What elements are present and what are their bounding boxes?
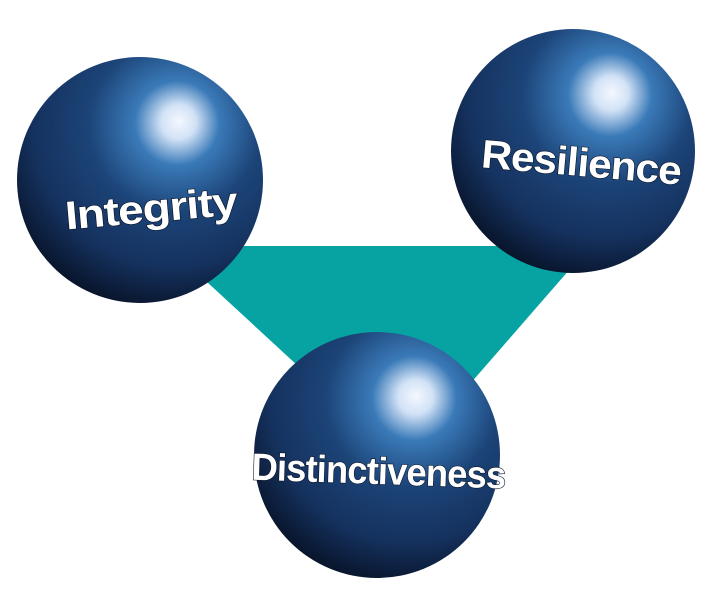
sphere-resilience: Resilience [451,29,695,273]
sphere-resilience-ball [451,29,695,273]
sphere-distinctiveness-label: Distinctiveness [251,447,506,498]
sphere-distinctiveness-ball [254,332,500,578]
sphere-distinctiveness: Distinctiveness [250,332,507,578]
sphere-integrity: Integrity [17,57,263,303]
sphere-integrity-ball [17,57,263,303]
